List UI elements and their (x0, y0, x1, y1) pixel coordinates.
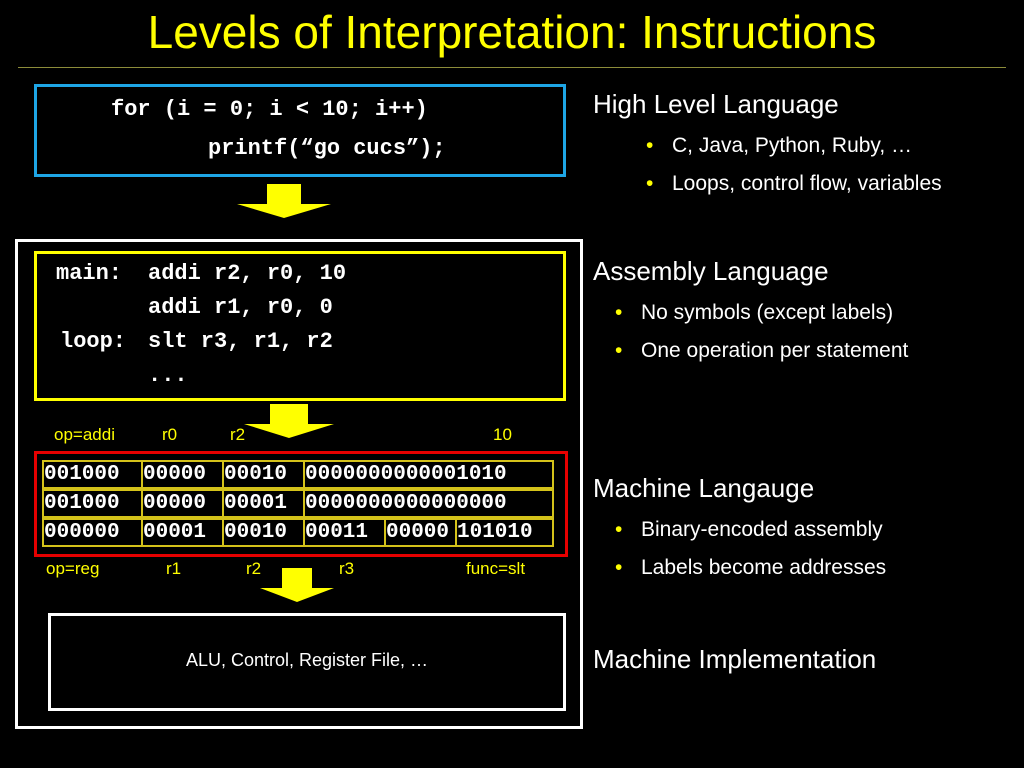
machine-implementation-text: ALU, Control, Register File, … (185, 650, 429, 670)
title-divider (18, 67, 1006, 68)
bullet-item: •Loops, control flow, variables (646, 172, 942, 195)
high-level-code-box (34, 84, 566, 177)
machine-implementation-box (48, 613, 566, 711)
high-level-code-line-1: for (i = 0; i < 10; i++) (111, 97, 428, 122)
rt-field: 00010 (222, 460, 306, 489)
rt-field: 00001 (222, 489, 306, 518)
bullet-icon: • (646, 172, 654, 195)
section-heading-assembly: Assembly Language (593, 256, 829, 286)
section-heading-high-level: High Level Language (593, 89, 839, 119)
high-level-code-line-2: printf(“go cucs”); (208, 136, 446, 161)
field-label-func-slt: func=slt (466, 559, 526, 578)
bullet-item: •Labels become addresses (615, 556, 887, 579)
opcode-field: 001000 (42, 489, 144, 518)
field-label-r2-bottom: r2 (246, 559, 262, 578)
machine-code-row: 001000 00000 00001 0000000000000000 (42, 489, 554, 518)
bullet-icon: • (646, 134, 654, 157)
opcode-field: 000000 (42, 518, 144, 547)
bullet-icon: • (615, 339, 623, 362)
assembly-line-3: slt r3, r1, r2 (148, 329, 333, 354)
immediate-field: 0000000000000000 (303, 489, 554, 518)
down-arrow-icon (260, 568, 334, 602)
immediate-field: 0000000000001010 (303, 460, 554, 489)
bullet-item: •C, Java, Python, Ruby, … (646, 134, 913, 157)
section-heading-machine-implementation: Machine Implementation (593, 644, 877, 674)
machine-code-row: 001000 00000 00010 0000000000001010 (42, 460, 554, 489)
assembly-line-1: addi r2, r0, 10 (148, 261, 347, 286)
assembly-line-4: ... (148, 363, 188, 388)
rs-field: 00000 (141, 489, 225, 518)
field-label-r0: r0 (162, 425, 178, 444)
field-label-r3: r3 (339, 559, 355, 578)
bullet-item: •One operation per statement (615, 339, 909, 362)
machine-code-row: 000000 00001 00010 00011 00000 101010 (42, 518, 554, 547)
field-label-r1: r1 (166, 559, 182, 578)
funct-field: 101010 (455, 518, 554, 547)
assembly-line-2: addi r1, r0, 0 (148, 295, 333, 320)
bullet-icon: • (615, 518, 623, 541)
assembly-label-main: main: (56, 261, 123, 286)
assembly-code-box (34, 251, 566, 401)
bullet-item: •No symbols (except labels) (615, 301, 894, 324)
shamt-field: 00000 (384, 518, 468, 547)
section-heading-machine-language: Machine Langauge (593, 473, 815, 503)
rd-field: 00011 (303, 518, 387, 547)
rs-field: 00001 (141, 518, 225, 547)
rt-field: 00010 (222, 518, 306, 547)
down-arrow-icon (244, 404, 334, 438)
field-label-op-reg: op=reg (46, 559, 100, 578)
assembly-label-loop: loop: (60, 329, 127, 354)
down-arrow-icon (237, 184, 331, 218)
bullet-icon: • (615, 301, 623, 324)
field-label-imm-10: 10 (493, 425, 512, 444)
compiler-scope-box (15, 239, 583, 729)
bullet-item: •Binary-encoded assembly (615, 518, 883, 541)
field-label-r2: r2 (230, 425, 246, 444)
machine-code-box (34, 451, 568, 557)
field-label-op-addi: op=addi (54, 425, 115, 444)
opcode-field: 001000 (42, 460, 144, 489)
slide-title: Levels of Interpretation: Instructions (147, 6, 877, 58)
rs-field: 00000 (141, 460, 225, 489)
bullet-icon: • (615, 556, 623, 579)
